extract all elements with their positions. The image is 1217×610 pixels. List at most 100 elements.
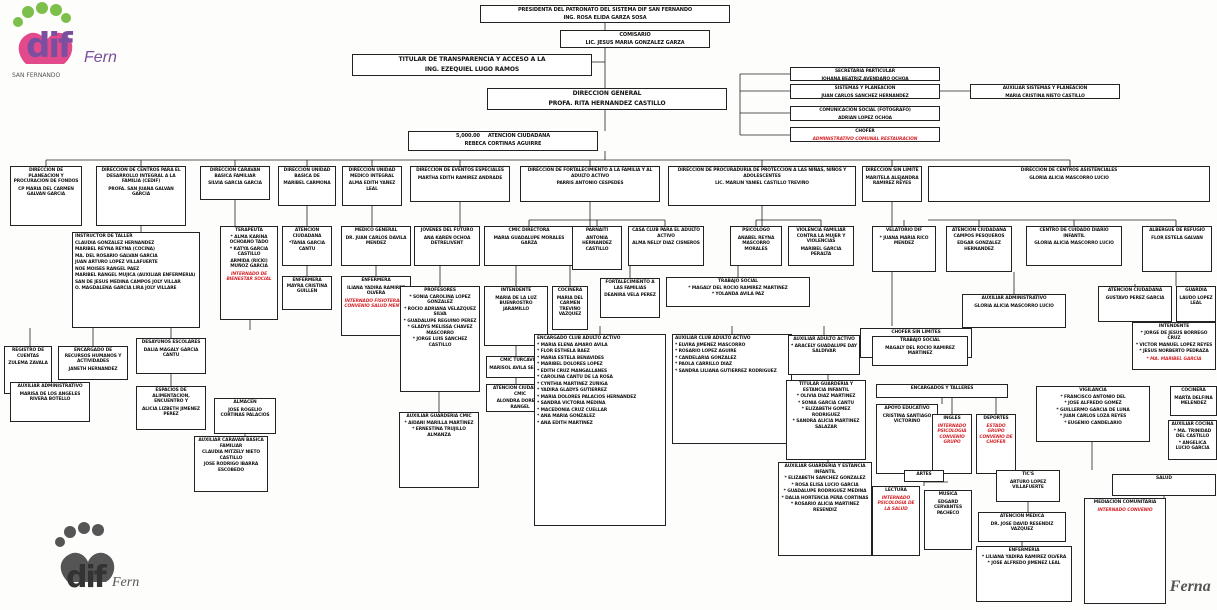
box-line: * AIDANI MARILLA MARTINEZ xyxy=(404,420,474,426)
org-box-artes: ARTES xyxy=(904,470,944,482)
box-line: * MA. TRINIDAD DEL CASTILLO xyxy=(1173,428,1212,440)
box-name: ALMA EDITH YAÑEZ LEAL xyxy=(348,181,396,192)
box-line: * GUILLERMO GARCIA DE LUNA xyxy=(1056,407,1130,413)
box-name: DR. JOSE DAVID RESENDIZ VAZQUEZ xyxy=(990,521,1054,533)
box-title: ALBERGUE DE REFUGIO xyxy=(1149,228,1205,233)
box-title: ESPACIOS DE ALIMENTACION, ENCUENTRO Y xyxy=(152,388,190,404)
box-name: MAGALY DEL ROCIO RAMIREZ MARTINEZ xyxy=(885,345,955,357)
box-line: * ROSARIO ALICIA MARTINEZ RESENDIZ xyxy=(790,502,860,513)
box-name: MARIA DE LA LUZ BUENROSTRO JARAMILLO xyxy=(495,295,537,312)
box-title: ENFERMERA xyxy=(361,278,391,283)
box-title: INTENDENTE xyxy=(500,288,532,293)
box-name: ING. EZEQUIEL LUGO RAMOS xyxy=(424,65,520,73)
box-red-note: * MA. MARIBEL GARCIA xyxy=(1146,356,1202,362)
box-line: * EDITH CRUZ MANGALLANES xyxy=(537,368,608,374)
box-line: * MARIBEL DOLORES LOPEZ xyxy=(537,362,603,367)
org-box-d-sin-limite: DIRECCION SIN LIMITE MARITELA ALEJANDRA R… xyxy=(862,166,922,202)
box-title: DIRECCION DE FORTALECIMIENTO A LA FAMILI… xyxy=(527,168,653,179)
dif-logo-icon: Fern xyxy=(13,2,117,66)
org-box-titular-guarderia: TITULAR GUARDERIA Y ESTANCIA INFANTIL* O… xyxy=(786,380,866,460)
box-title: ARTES xyxy=(916,472,932,477)
box-title: TITULAR DE TRANSPARENCIA Y ACCESO A LA xyxy=(398,56,546,63)
box-name: ZULEMA ZAVALA xyxy=(8,361,48,366)
box-title: AUXILIAR SISTEMAS Y PLANEACION xyxy=(1002,86,1088,91)
box-line: * FLOR ESTHELA BAEZ xyxy=(537,349,590,354)
box-name: ILIANA YADIRA RAMIREZ OLVERA xyxy=(346,285,406,297)
box-name: PARRIS ANTONIO CESPEDES xyxy=(556,181,624,186)
box-title: PARNAITI xyxy=(585,228,609,233)
dif-logo-gray-icon: Fern xyxy=(55,522,139,590)
box-title: AUXILIAR COCINA xyxy=(1171,422,1214,427)
box-title: TITULAR GUARDERIA Y ESTANCIA INFANTIL xyxy=(799,382,853,393)
box-line: O. MAGDALENA GARCIA LIRA JOLY VILLARE xyxy=(75,286,177,291)
box-red-note: INTERNADO CONVENIO xyxy=(1097,507,1153,513)
box-name: JOHANA BEATRIZ AVENDAÑO OCHOA xyxy=(821,76,909,81)
box-title: ATENCION CIUDADANA xyxy=(292,228,322,239)
box-title: ENCARGADOS Y TALLERES xyxy=(910,386,974,391)
box-line: * ELVIRA JIMENEZ MASCORRO xyxy=(675,342,746,348)
box-title: AUXILIAR ADULTO ACTIVO xyxy=(793,337,855,342)
box-line: * JESUS NORBERTO PEDRAZA xyxy=(1139,349,1209,354)
dif-logo-gray-letters: dif xyxy=(66,560,107,595)
box-name: ANABEL REYNA MASCORRO MORALES xyxy=(737,235,775,252)
org-box-auxiliar-adulto: AUXILIAR ADULTO ACTIVO* ARACELY GUADALUP… xyxy=(788,335,860,375)
org-box-auxiliar-cocina: AUXILIAR COCINA* MA. TRINIDAD DEL CASTIL… xyxy=(1168,420,1217,460)
box-title: MEDICO GENERAL xyxy=(354,228,398,233)
box-name: MARIBEL CARMONA xyxy=(283,181,331,186)
box-name: LAUDO LOPEZ LEAL xyxy=(1179,295,1213,307)
box-line: * MARIA ESTELA BENAVIDES xyxy=(537,355,604,361)
org-box-atencion-ciudadana2: ATENCION CIUDADANA*TANIA GARCIA CANTU xyxy=(282,226,332,266)
box-line: SAN DE JESUS MEDINA CAMPOS JOLY VILLAR xyxy=(75,279,181,285)
org-box-terapeuta: TERAPEUTA* ALMA KARINA OCHOANO TADO* KAT… xyxy=(220,226,278,320)
svg-text:Fern: Fern xyxy=(111,575,139,590)
box-name: CP MARIA DEL CARMEN GALVAN GARCIA xyxy=(18,186,74,198)
box-title: COCINERA xyxy=(557,288,583,293)
box-title: DIRECCION DE CENTROS PARA EL DESARROLLO … xyxy=(101,168,181,184)
dif-logo-caption: SAN FERNANDO xyxy=(12,72,61,79)
org-box-profesores: PROFESORES* SONIA CAROLINA LOPEZ GONZALE… xyxy=(400,286,480,392)
box-line: * ELIZABETH GOMEZ RODRIGUEZ xyxy=(801,407,851,418)
dif-logo-top: Fern dif SAN FERNANDO xyxy=(6,2,136,82)
box-title: DIRECCION UNIDAD MEDICO INTEGRAL xyxy=(348,168,396,179)
box-line: * JOSE ALFREDO JIMENEZ LEAL xyxy=(987,561,1061,566)
org-box-enfermeria: ENFERMERIA* LILIANA YADIRA RAMIREZ OLVER… xyxy=(976,546,1072,602)
box-line: * JOSE ALFREDO GOMEZ xyxy=(1064,401,1122,406)
svg-text:Fern: Fern xyxy=(84,49,117,66)
org-box-d-procuraduria: DIRECCION DE PROCURADURIA DE PROTECCION … xyxy=(668,166,856,206)
box-title: ENFERMERIA xyxy=(1008,548,1040,553)
box-title: DIRECCION CARAVAN BASICA FAMILIAR xyxy=(209,168,261,179)
box-line: * ANA EDITH MARTINEZ xyxy=(537,420,593,426)
box-line: NOE MOISES RANGEL PAEZ xyxy=(75,266,140,272)
box-line: * EUGENIO CANDELARIO xyxy=(1064,420,1122,426)
box-line: * MARIA DOLORES PALACIOS HERNANDEZ xyxy=(537,394,637,400)
box-name: MARITELA ALEJANDRA RAMIREZ REYES xyxy=(865,175,919,187)
org-box-encargado-club: ENCARGADO CLUB ADULTO ACTIVO* MARIA ELEN… xyxy=(534,334,666,526)
box-title: DIRECCION DE PLANEACION Y PROCURACION DE… xyxy=(13,168,79,184)
box-title: COCINERA xyxy=(1181,388,1206,393)
box-line: * ROSARIO LOPEZ AGUIRE xyxy=(675,349,737,354)
box-title: DIRECCION SIN LIMITE xyxy=(865,168,919,173)
box-line: * SANDRA LILIANA GUTIERREZ RODRIGUEZ xyxy=(675,368,777,374)
box-name: JOSE ROGELIO CORTINAS PALACIOS xyxy=(220,407,270,419)
box-red-note: INTERNADO PSICOLOGIA DE LA SALUD xyxy=(877,495,915,512)
box-title: COMUNICACIÓN SOCIAL (FOTOGRAFO) xyxy=(819,108,911,113)
box-line: * ELIZABETH SANCHEZ GONZALEZ xyxy=(784,476,866,481)
box-name: MARIBEL GARCIA PERALTA xyxy=(800,246,842,258)
box-line: * SANDRA VICTORIA MEDINA xyxy=(537,401,606,406)
org-box-salud: SALUD xyxy=(1112,474,1216,496)
box-name: GLORIA ALICIA MASCORRO LUCIO xyxy=(1029,175,1109,181)
box-title: DIRECCION DE PROCURADURIA DE PROTECCION … xyxy=(677,168,847,179)
box-title: JOVENES DEL FUTURO xyxy=(420,228,474,233)
box-title: ATENCION CIUDADANA CMIC xyxy=(492,386,548,397)
box-name: SILVIA GARCIA GARCIA xyxy=(208,181,262,186)
box-title: GUARDIA xyxy=(1185,288,1207,293)
